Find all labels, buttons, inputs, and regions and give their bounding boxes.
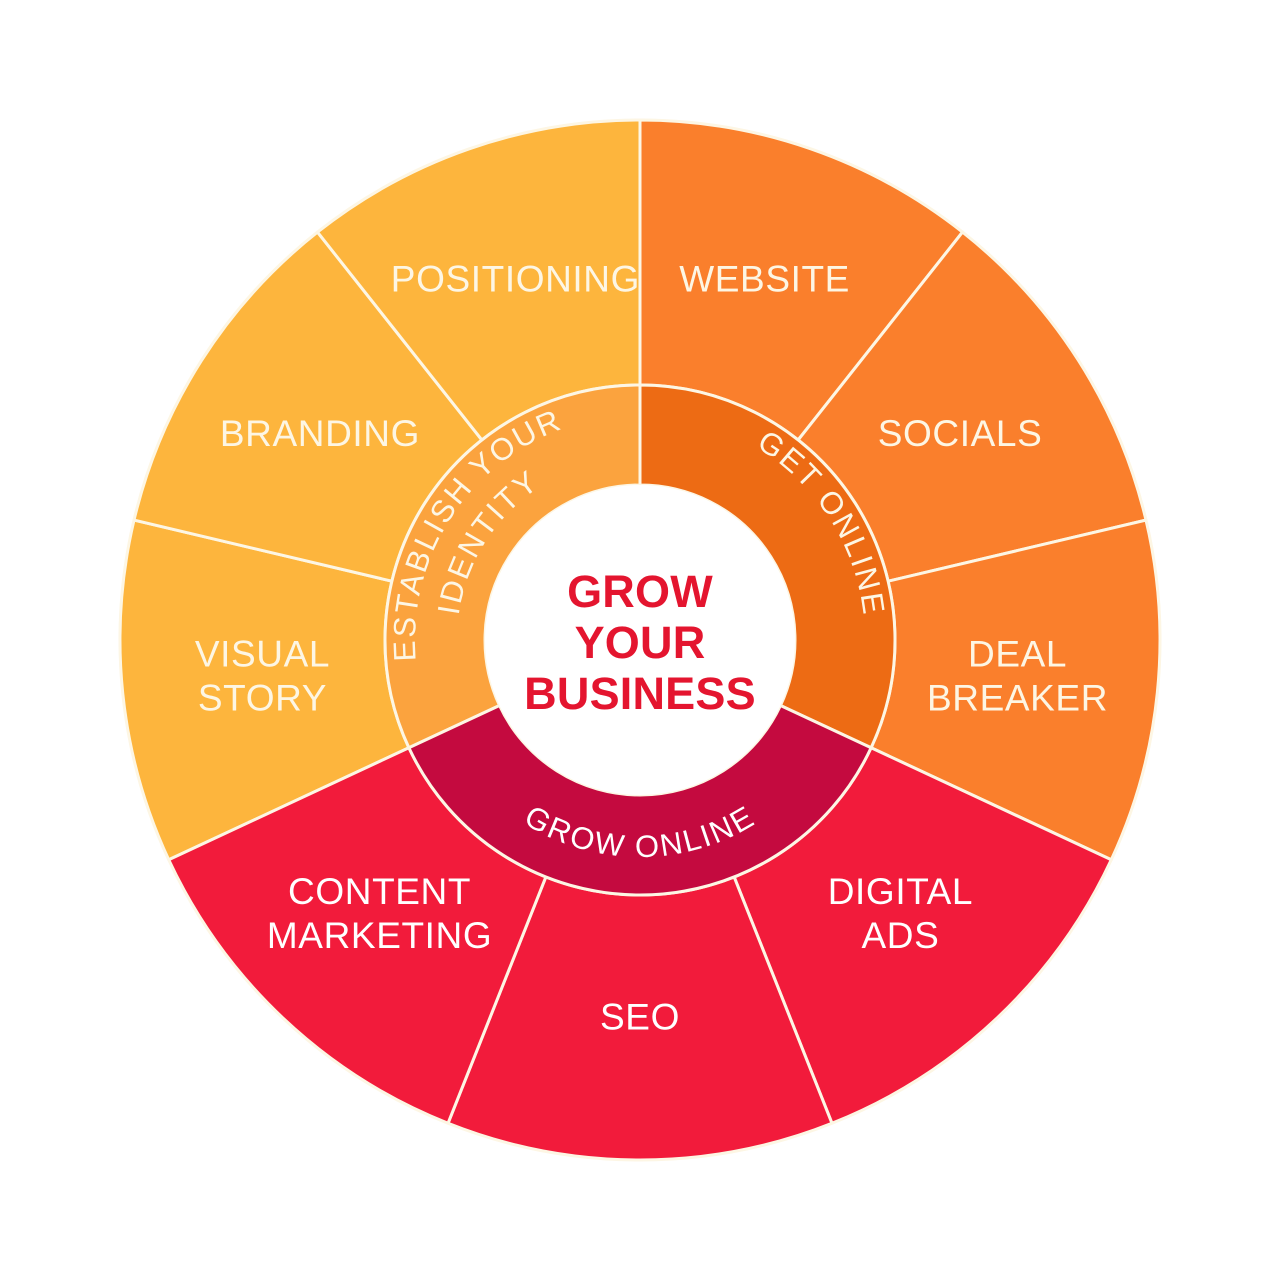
inner-ring-grow-online[interactable]	[407, 704, 873, 897]
segment-label-website: WEBSITE	[679, 258, 850, 299]
segment-label-socials: SOCIALS	[878, 413, 1043, 454]
segment-label-positioning: POSITIONING	[391, 258, 640, 299]
segment-label-content-marketing: CONTENT	[288, 871, 471, 912]
segment-label-seo: SEO	[600, 996, 680, 1037]
segment-label-visual-story: VISUAL	[195, 633, 330, 674]
segment-label-digital-ads: ADS	[861, 915, 939, 956]
center-title-line2: YOUR	[575, 617, 706, 668]
segment-label-content-marketing: MARKETING	[267, 915, 492, 956]
center-title-line1: GROW	[567, 566, 713, 617]
inner-ring-group	[383, 383, 897, 897]
segment-label-visual-story: STORY	[198, 677, 327, 718]
center-title: GROW YOUR BUSINESS	[524, 566, 756, 719]
outer-segment-group	[118, 118, 1162, 1162]
center-title-line3: BUSINESS	[524, 668, 756, 719]
segment-label-deal-breaker: DEAL	[968, 633, 1067, 674]
center-hub	[485, 485, 795, 795]
segment-label-deal-breaker: BREAKER	[927, 677, 1108, 718]
segment-label-branding: BRANDING	[220, 413, 420, 454]
segment-label-digital-ads: DIGITAL	[828, 871, 973, 912]
